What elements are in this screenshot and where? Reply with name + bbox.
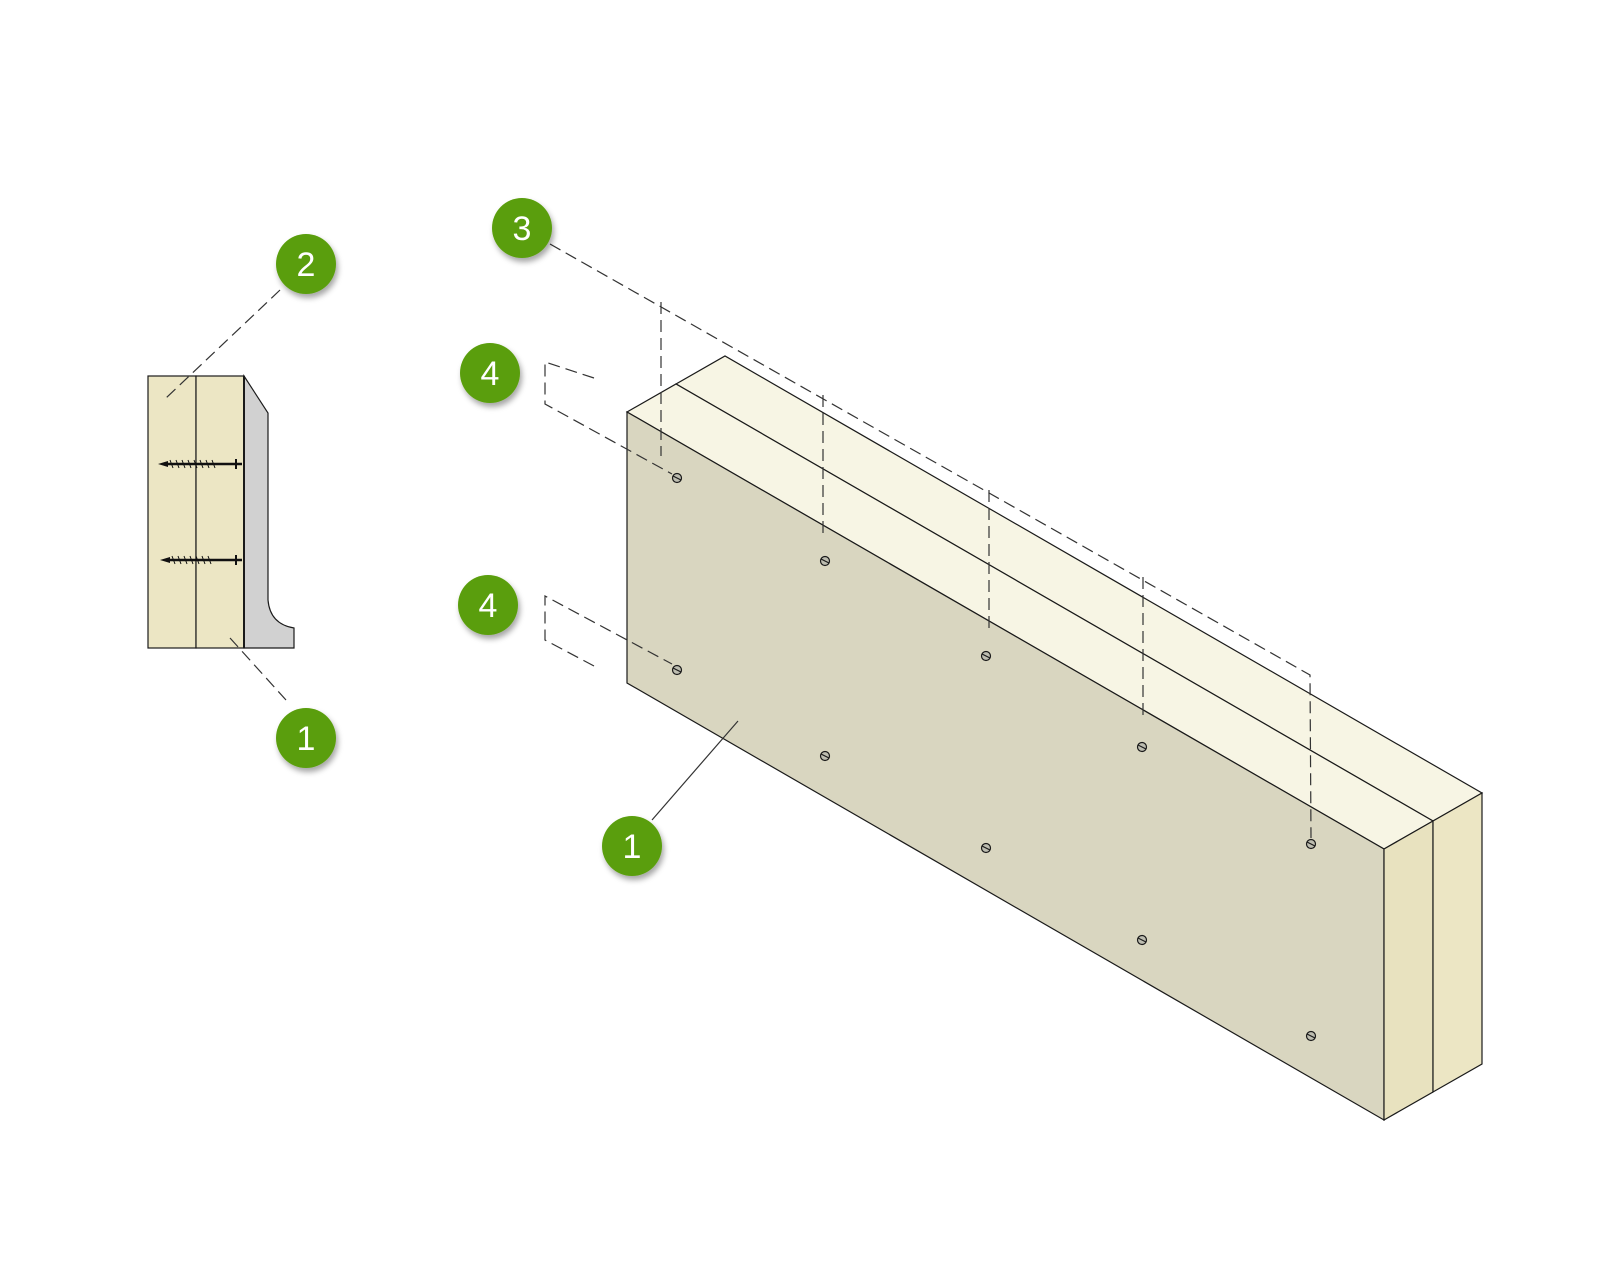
callout-edge-screw-top: 4 bbox=[460, 343, 520, 403]
screw-head bbox=[1136, 934, 1148, 946]
screw-head bbox=[819, 555, 831, 567]
callout-label: 1 bbox=[623, 828, 642, 866]
section-board-inner bbox=[195, 375, 245, 649]
steel-profile bbox=[243, 373, 295, 649]
callout-screw-rows: 3 bbox=[492, 198, 552, 258]
screw-head bbox=[671, 472, 683, 484]
leader-edge-screw-top bbox=[544, 361, 673, 475]
board-end-front bbox=[1383, 819, 1434, 1122]
screw-head bbox=[1305, 1030, 1317, 1042]
screw-head bbox=[819, 750, 831, 762]
screw-heads bbox=[671, 472, 1317, 1042]
callout-label: 4 bbox=[479, 587, 498, 625]
leader-section-core bbox=[165, 289, 281, 399]
section-detail bbox=[147, 289, 295, 701]
board-panel bbox=[544, 243, 1484, 1122]
callout-label: 3 bbox=[513, 210, 532, 248]
callout-section-board: 1 bbox=[276, 708, 336, 768]
board-end-back bbox=[1432, 791, 1483, 1094]
leader-section-board bbox=[229, 637, 287, 701]
leader-panel-board bbox=[651, 720, 739, 821]
screw-head bbox=[980, 650, 992, 662]
section-board-outer bbox=[147, 375, 197, 649]
callout-edge-screw-bottom: 4 bbox=[458, 575, 518, 635]
leader-screw-rows bbox=[549, 243, 1312, 839]
screw-head bbox=[1305, 838, 1317, 850]
callout-label: 1 bbox=[297, 720, 316, 758]
screw-head bbox=[671, 664, 683, 676]
callout-label: 2 bbox=[297, 246, 316, 284]
callout-panel-board: 1 bbox=[602, 816, 662, 876]
screw-head bbox=[980, 842, 992, 854]
section-screw-bottom bbox=[160, 555, 242, 565]
leader-edge-screw-bottom bbox=[544, 594, 673, 667]
screw-head bbox=[1136, 741, 1148, 753]
section-screw-top bbox=[158, 459, 242, 469]
callout-label: 4 bbox=[481, 355, 500, 393]
callout-section-core: 2 bbox=[276, 234, 336, 294]
